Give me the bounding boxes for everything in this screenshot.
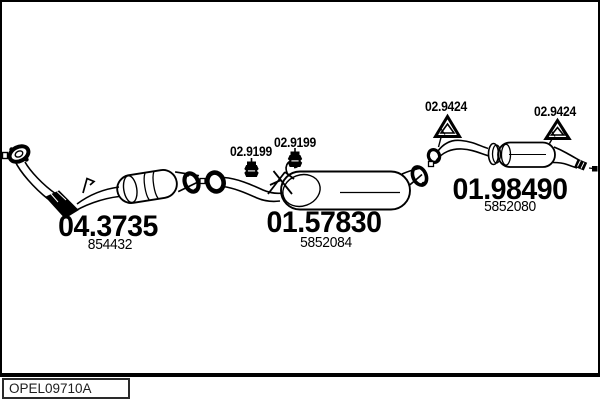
triangle-hanger-front-drawing (432, 113, 463, 148)
part-number-triangle-hanger-front: 02.9424 (424, 99, 468, 114)
part-number-triangle-hanger-rear: 02.9424 (533, 104, 577, 119)
gasket-ring (205, 170, 226, 194)
part-number-centre-silencer: 01.57830 (266, 206, 382, 239)
part-number-rear-silencer: 01.98490 (452, 173, 568, 206)
rear-silencer-drawing (426, 139, 598, 172)
front-pipe-drawing (1, 144, 120, 219)
catalyst-drawing (116, 169, 201, 204)
rubber-hanger-front-drawing (244, 157, 259, 178)
centre-silencer-drawing (222, 159, 429, 211)
diagram-frame (0, 0, 600, 377)
part-number-rubber-hanger-front: 02.9199 (229, 144, 273, 159)
catalyst-outlet-flange (182, 171, 206, 194)
part-number-rubber-hanger-rear: 02.9199 (273, 134, 317, 150)
tailpipe-tip (574, 158, 588, 171)
front-flange (7, 144, 31, 164)
drawing-code-label: OPEL09710A (9, 381, 92, 396)
rubber-hanger-rear-drawing (287, 147, 303, 168)
triangle-hanger-rear-drawing (543, 117, 572, 144)
drawing-code-box: OPEL09710A (2, 378, 130, 399)
centre-outlet-flange (410, 165, 429, 187)
oe-number-front-pipe: 854432 (87, 236, 133, 253)
oe-number-rear-silencer: 5852080 (484, 198, 536, 215)
oe-number-centre-silencer: 5852084 (300, 234, 352, 251)
part-number-front-pipe: 04.3735 (58, 210, 158, 243)
